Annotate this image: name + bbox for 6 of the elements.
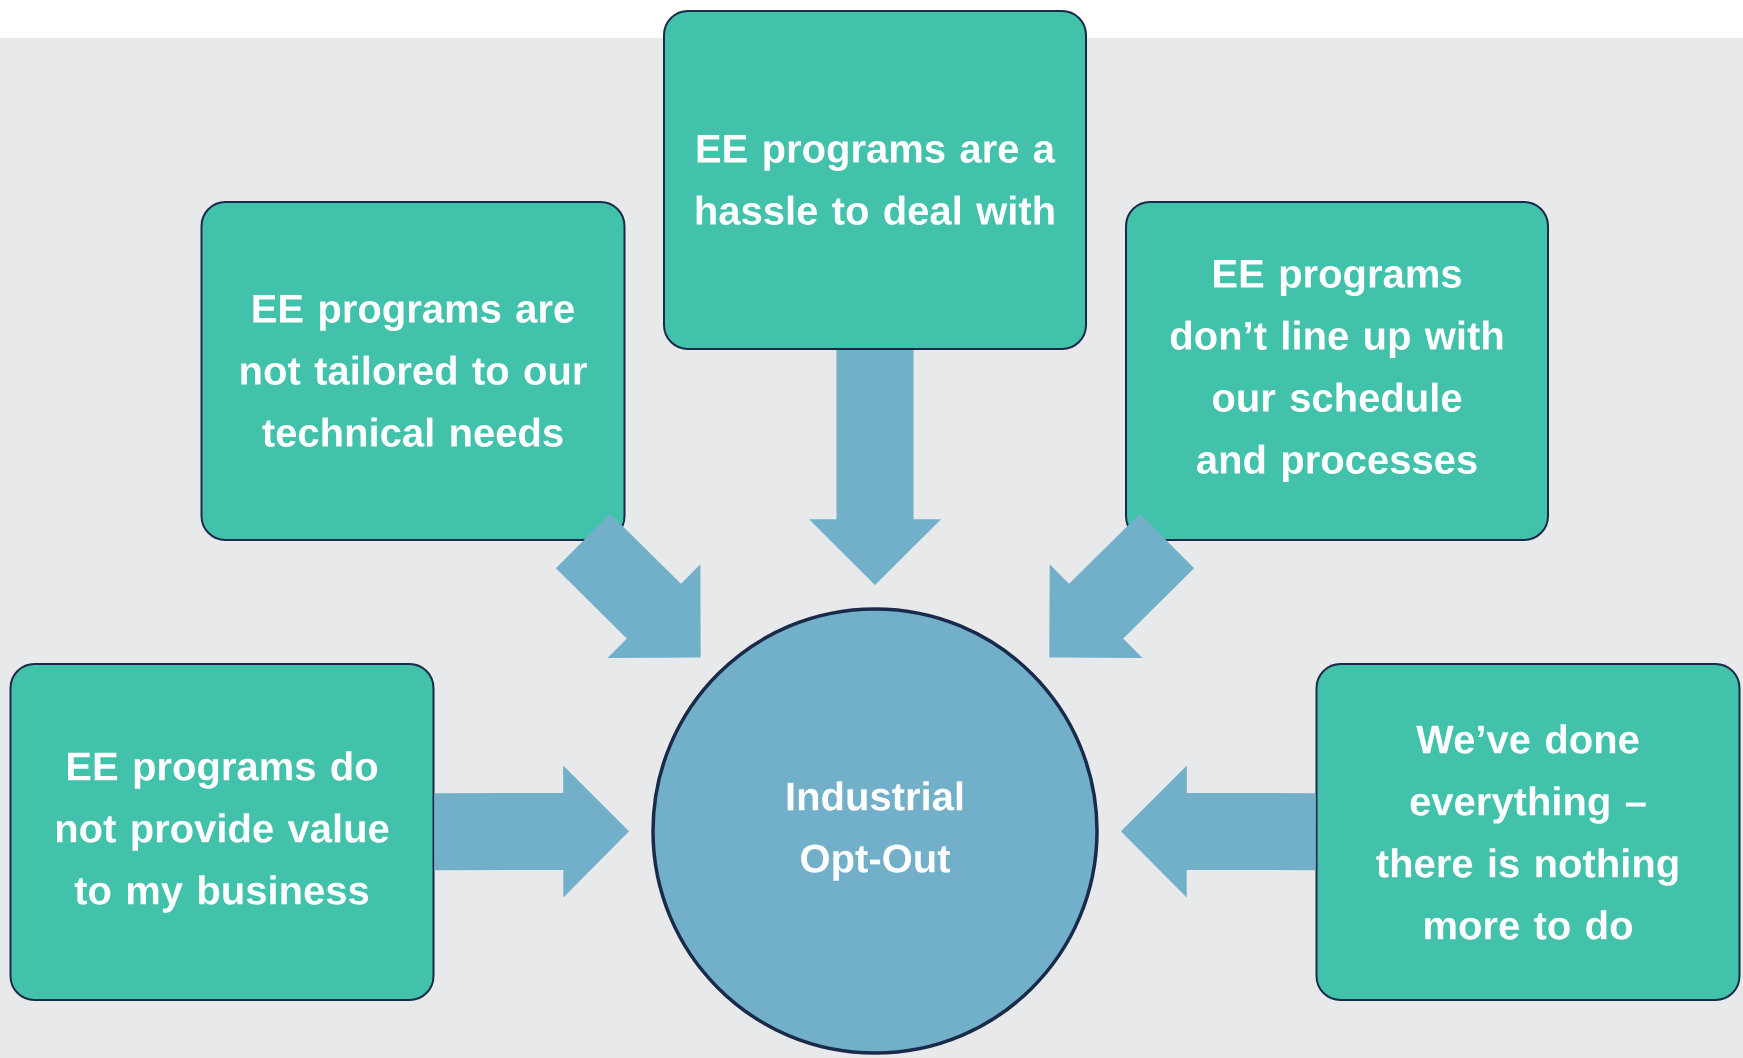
text-box: EE programs don’t line up with our schedule and processes [1125,201,1549,541]
text-box: EE programs do not provide value to my business [9,663,435,1001]
text-box: EE programs are not tailored to our technical needs [200,201,626,541]
block-arrow [1049,513,1195,659]
text-box: EE programs are a hassle to deal with [663,10,1087,350]
text-box: We’ve done everything – there is nothing more to do [1315,663,1741,1001]
